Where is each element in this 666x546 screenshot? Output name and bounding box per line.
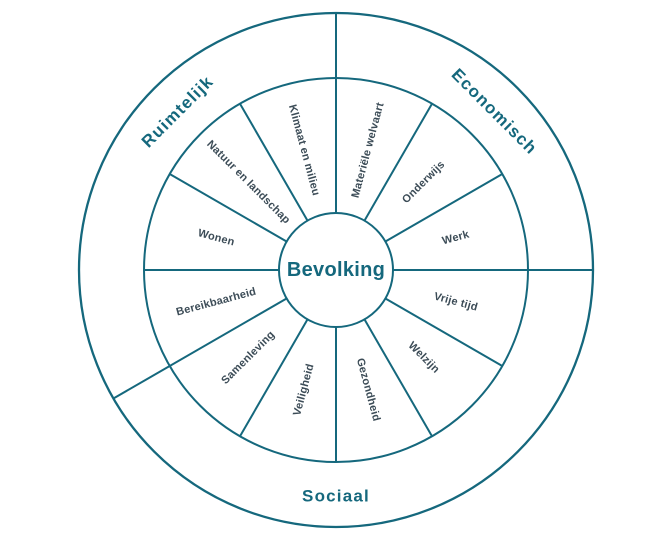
sector-label-onderwijs: Onderwijs <box>400 159 447 206</box>
sector-label-gezondheid: Gezondheid <box>354 357 382 423</box>
divider-wonen-natuur <box>169 173 288 243</box>
sector-label-veiligheid: Veiligheid <box>291 362 316 417</box>
sector-label-bereikbaarheid: Bereikbaarheid <box>175 286 258 319</box>
sector-label-samenleving: Samenleving <box>219 329 277 387</box>
sector-label-welzijn: Welzijn <box>406 340 442 376</box>
center-label-bevolking: Bevolking <box>287 259 385 281</box>
divider-lowerleft-sociaal-ruimtelijk <box>112 297 288 400</box>
divider-welzijn-gezondheid <box>363 318 433 437</box>
sector-label-materiele-welvaart: Materiële welvaart <box>350 101 387 199</box>
sector-label-wonen: Wonen <box>197 227 236 248</box>
divider-onderwijs-werk <box>384 173 503 243</box>
category-label-sociaal: Sociaal <box>302 487 370 506</box>
sector-label-natuur-en-landschap: Natuur en landschap <box>204 138 292 226</box>
divider-vrije-tijd-welzijn <box>384 297 503 367</box>
category-label-economisch: Economisch <box>448 65 541 158</box>
sector-label-klimaat-en-milieu: Klimaat en milieu <box>286 103 322 197</box>
sector-label-werk: Werk <box>441 228 471 247</box>
divider-materiele-welvaart-onderwijs <box>363 103 433 222</box>
sector-label-vrije-tijd: Vrije tijd <box>433 291 479 314</box>
divider-veiligheid-samenleving <box>239 318 309 437</box>
divider-natuur-klimaat <box>239 103 309 222</box>
category-label-ruimtelijk: Ruimtelijk <box>138 72 217 151</box>
